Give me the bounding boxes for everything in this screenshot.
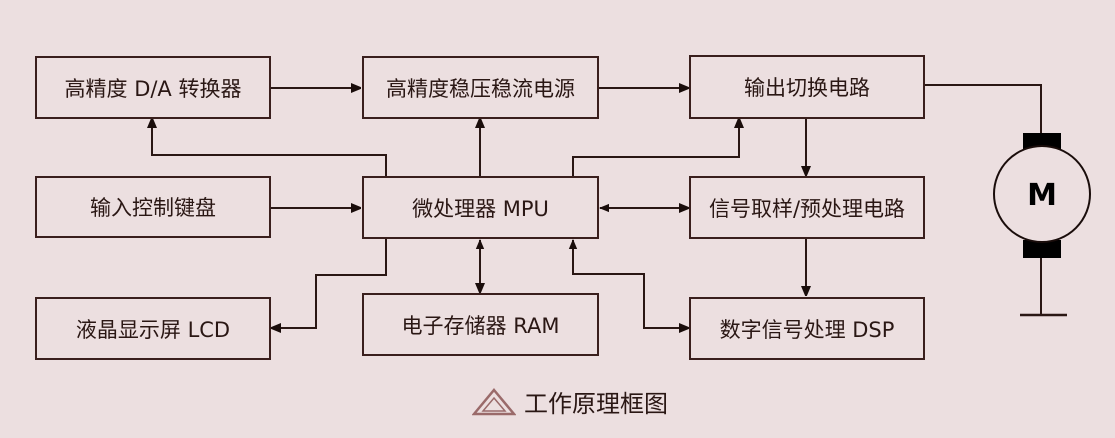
- motor-circle: [993, 145, 1091, 243]
- wire-output-to-motor: [924, 84, 1042, 135]
- block-label: 输出切换电路: [744, 76, 870, 100]
- block-label: 高精度稳压稳流电源: [386, 76, 575, 101]
- block-signal-sampling: 信号取样/预处理电路: [689, 176, 925, 239]
- triangle-icon: [472, 387, 516, 415]
- caption-text: 工作原理框图: [524, 390, 668, 418]
- block-regulated-power: 高精度稳压稳流电源: [362, 56, 599, 119]
- motor-symbol: M: [993, 133, 1091, 258]
- arrow-mpu-to-output: [572, 119, 739, 178]
- block-mpu: 微处理器 MPU: [362, 176, 599, 239]
- block-lcd: 液晶显示屏 LCD: [35, 297, 271, 360]
- figure-caption: 工作原理框图: [472, 384, 668, 419]
- block-label: 信号取样/预处理电路: [708, 196, 906, 221]
- block-input-keyboard: 输入控制键盘: [35, 176, 271, 238]
- motor-brush-bottom: [1023, 240, 1061, 258]
- block-label: 微处理器 MPU: [412, 196, 549, 221]
- arrow-mpu-to-da: [152, 119, 387, 178]
- block-label: 液晶显示屏 LCD: [75, 317, 231, 342]
- motor-label: M: [1027, 178, 1057, 213]
- block-label: 电子存储器 RAM: [401, 313, 560, 338]
- block-label: 输入控制键盘: [90, 196, 216, 220]
- arrow-mpu-to-lcd: [272, 238, 387, 328]
- block-label: 高精度 D/A 转换器: [64, 76, 242, 101]
- block-da-converter: 高精度 D/A 转换器: [35, 56, 271, 119]
- block-dsp: 数字信号处理 DSP: [689, 297, 925, 360]
- block-label: 数字信号处理 DSP: [719, 317, 895, 342]
- block-ram: 电子存储器 RAM: [362, 293, 599, 356]
- arrow-dsp-mpu: [573, 240, 688, 328]
- motor-brush-top: [1023, 133, 1061, 149]
- block-output-switch: 输出切换电路: [689, 55, 925, 119]
